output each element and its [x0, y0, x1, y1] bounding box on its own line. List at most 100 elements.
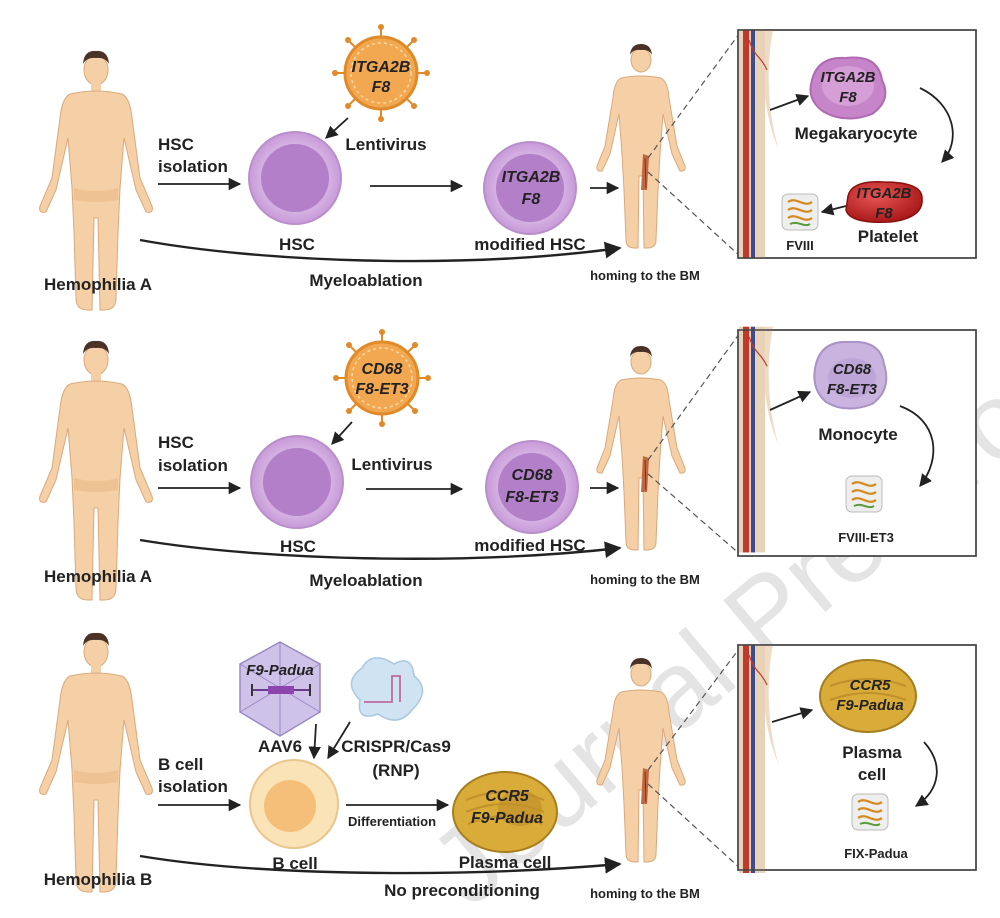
inset-arrow	[771, 707, 814, 723]
modified-label: Plasma cell	[459, 853, 552, 872]
conditioning-label: Myeloablation	[309, 571, 422, 590]
inset-arrow	[914, 741, 938, 807]
inset-arrow	[820, 203, 847, 216]
patient-figure	[39, 340, 153, 601]
homing-label: homing to the BM	[590, 886, 700, 901]
fix-padua-protein-icon	[850, 792, 890, 832]
inset-cell-label: Megakaryocyte	[795, 124, 918, 143]
isolation-label: isolation	[158, 456, 228, 475]
cell-label: HSC	[279, 235, 315, 254]
zoom-line	[647, 171, 743, 259]
protein-label: FVIII-ET3	[838, 530, 894, 545]
lentivirus-icon	[331, 327, 433, 429]
vector-gene-label: F8-ET3	[355, 381, 408, 398]
conditioning-label: No preconditioning	[384, 881, 540, 900]
modified-gene-label: ITGA2B	[502, 169, 561, 186]
vector-label: Lentivirus	[351, 455, 432, 474]
inset-arrow	[769, 390, 812, 411]
differentiation-label: Differentiation	[348, 814, 436, 829]
conditioning-arrow	[139, 238, 622, 263]
panel-3: Hemophilia B B cell isolation F9-Padua A…	[39, 632, 977, 901]
isolation-label: HSC	[158, 433, 194, 452]
inset-arrow	[899, 405, 935, 487]
inset-plasma-cell	[819, 659, 917, 733]
panel-2: Hemophilia A HSC isolation CD68 F8-ET3 L…	[39, 326, 977, 601]
vector-gene-label: CD68	[362, 361, 403, 378]
bone-marrow-inset: ITGA2B F8 Megakaryocyte ITGA2B F8 Platel…	[737, 29, 977, 259]
zoom-line	[647, 473, 743, 557]
vector-gene-label: F9-Padua	[246, 662, 314, 679]
conditioning-arrow	[139, 538, 622, 560]
inset-gene-label: F8-ET3	[827, 381, 878, 398]
b-cell	[249, 759, 339, 849]
zoom-line	[647, 783, 743, 871]
inset-gene-label: ITGA2B	[856, 185, 911, 202]
editor-label: CRISPR/Cas9	[341, 737, 451, 756]
fviii-et3-protein-icon	[844, 474, 884, 514]
isolation-label: isolation	[158, 157, 228, 176]
inset-cell-label: cell	[858, 765, 886, 784]
inset-gene-label: F8	[875, 205, 893, 222]
isolation-label: isolation	[158, 777, 228, 796]
platelet-cell	[845, 181, 923, 223]
modified-gene-label: F9-Padua	[471, 810, 543, 827]
transduction-arrow	[325, 117, 349, 139]
vector-gene-label: F8	[372, 79, 391, 96]
hsc-cell	[250, 435, 344, 529]
patient-label: Hemophilia A	[44, 567, 152, 586]
plasma-cell	[452, 771, 558, 853]
inset-arrow	[919, 87, 955, 163]
conditioning-arrow	[139, 854, 622, 875]
aav6-icon	[239, 641, 321, 737]
inset-cell-label: Plasma	[842, 743, 902, 762]
recipient-figure	[596, 345, 686, 551]
fviii-protein-icon	[780, 192, 820, 232]
vector-gene-label: ITGA2B	[352, 59, 411, 76]
modified-gene-label: F8	[522, 191, 541, 208]
homing-label: homing to the BM	[590, 572, 700, 587]
homing-label: homing to the BM	[590, 268, 700, 283]
isolation-label: B cell	[158, 755, 203, 774]
vector-label: AAV6	[258, 737, 302, 756]
patient-label: Hemophilia A	[44, 275, 152, 294]
modified-gene-label: CCR5	[485, 788, 530, 805]
conditioning-label: Myeloablation	[309, 271, 422, 290]
bone-marrow-inset: CCR5 F9-Padua Plasma cell FIX-Padua	[737, 644, 977, 874]
rnp-icon	[350, 657, 424, 721]
modified-hsc-cell	[485, 440, 579, 534]
inset-cell-label: Platelet	[858, 227, 919, 246]
aav-arrow	[308, 723, 321, 760]
inset-gene-label: CCR5	[850, 677, 891, 694]
recipient-figure	[596, 43, 686, 249]
modified-gene-label: F8-ET3	[505, 489, 558, 506]
panel-1: Hemophilia A HSC isolation ITGA2B F8 Len…	[39, 22, 977, 311]
rnp-arrow	[327, 721, 351, 760]
cell-label: HSC	[280, 537, 316, 556]
bone-marrow-inset: CD68 F8-ET3 Monocyte FVIII-ET3	[737, 326, 977, 557]
patient-figure	[39, 632, 153, 893]
zoom-line	[647, 329, 743, 461]
modified-label: modified HSC	[474, 235, 585, 254]
modified-hsc-cell	[483, 141, 577, 235]
inset-cell-label: Monocyte	[818, 425, 897, 444]
patient-figure	[39, 50, 153, 311]
inset-gene-label: F9-Padua	[836, 697, 904, 714]
protein-label: FVIII	[786, 238, 813, 253]
zoom-line	[647, 29, 743, 159]
modified-label: modified HSC	[474, 536, 585, 555]
isolation-label: HSC	[158, 135, 194, 154]
hsc-cell	[248, 131, 342, 225]
protein-label: FIX-Padua	[844, 846, 908, 861]
editor-label: (RNP)	[372, 761, 419, 780]
patient-label: Hemophilia B	[44, 870, 153, 889]
transduction-arrow	[331, 421, 353, 445]
inset-gene-label: F8	[839, 89, 857, 106]
inset-gene-label: CD68	[833, 361, 872, 378]
vector-label: Lentivirus	[345, 135, 426, 154]
zoom-line	[647, 644, 743, 771]
inset-arrow	[769, 94, 810, 111]
modified-gene-label: CD68	[512, 467, 553, 484]
cell-label: B cell	[272, 854, 317, 873]
